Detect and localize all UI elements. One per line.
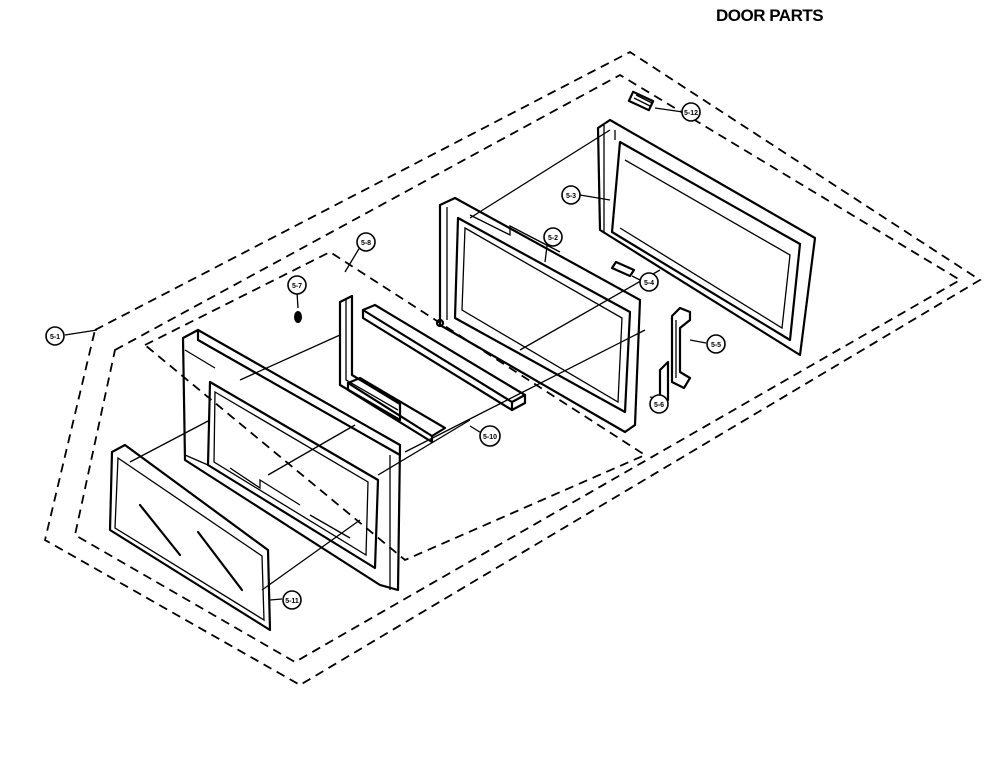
callout-5-1: 5-1 [45,326,65,346]
callout-5-8: 5-8 [356,232,376,252]
rear-door-frame [596,118,817,357]
outer-assembly-boundary [43,50,982,687]
door-screen-panel [361,303,527,412]
top-latch-part [627,90,684,113]
door-latch-assembly [658,306,707,407]
hinge-pin [610,260,641,281]
svg-text:5-8: 5-8 [361,240,371,247]
callout-5-5: 5-5 [706,334,726,354]
callout-5-12: 5-12 [681,102,701,122]
front-door-frame [181,328,402,592]
svg-text:5-1: 5-1 [50,334,60,341]
svg-text:5-12: 5-12 [684,110,698,117]
diagram-title: DOOR PARTS [716,6,824,25]
callout-5-11: 5-11 [282,590,302,610]
callout-5-3: 5-3 [561,185,581,205]
front-glass-panel [108,443,272,632]
callout-5-7: 5-7 [287,275,307,295]
callout-5-2: 5-2 [543,227,563,247]
svg-text:5-11: 5-11 [285,598,299,605]
svg-text:5-6: 5-6 [654,402,664,409]
svg-text:5-3: 5-3 [566,193,576,200]
callout-5-6: 5-6 [649,394,669,414]
projection-lines [129,129,661,591]
bottom-choke-bar [346,376,447,444]
svg-text:5-5: 5-5 [711,342,721,349]
callout-5-4: 5-4 [639,272,659,292]
callout-5-10: 5-10 [479,425,501,447]
leader-lines [64,194,666,601]
svg-text:5-2: 5-2 [548,235,558,242]
svg-text:5-7: 5-7 [292,283,302,290]
left-door-bracket [338,294,402,422]
svg-text:5-10: 5-10 [483,434,497,441]
door-spring [294,291,302,323]
frame-subassembly-boundary [143,250,647,562]
inner-assembly-boundary [73,73,962,664]
middle-door-frame [435,196,642,434]
svg-text:5-4: 5-4 [644,280,654,287]
